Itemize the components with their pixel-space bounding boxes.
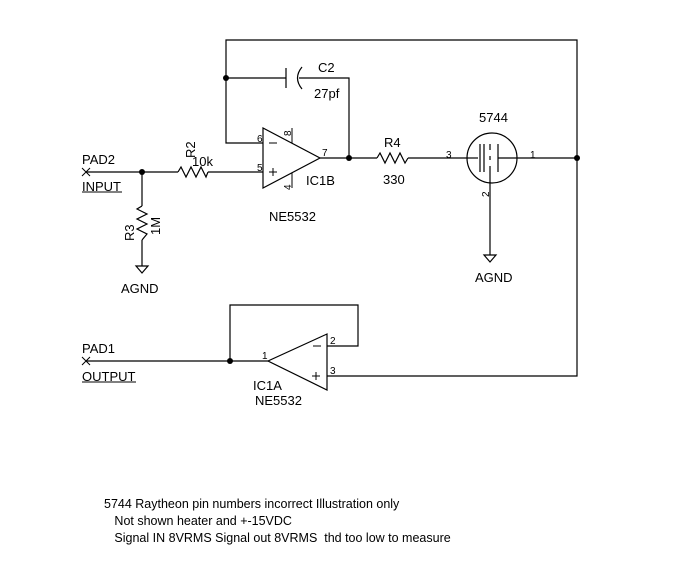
- tube-pin-left: 3: [446, 150, 452, 161]
- ic1a-pin-noninv: 3: [330, 366, 336, 377]
- ic1b-pin-top: 8: [283, 130, 294, 136]
- pad2-signal: INPUT: [82, 179, 121, 194]
- ground-1-label: AGND: [121, 281, 159, 296]
- ic1a-ref: IC1A: [253, 378, 282, 393]
- r2-value: 10k: [192, 154, 213, 169]
- ground-2: AGND: [475, 254, 513, 285]
- tube-pin-right: 1: [530, 150, 536, 161]
- ic1b-plus-icon: [269, 168, 277, 176]
- junction-ic1a: [227, 358, 233, 364]
- pad1-signal: OUTPUT: [82, 369, 136, 384]
- ic1b-pin-inv: 6: [257, 134, 263, 145]
- ground-1: AGND: [121, 265, 159, 296]
- c2-ref: C2: [318, 60, 335, 75]
- tube-ref: 5744: [479, 110, 508, 125]
- ic1b-ref: IC1B: [306, 173, 335, 188]
- resistor-r2-icon: [177, 165, 209, 179]
- tube-5744: 5744 3 1 2: [446, 110, 536, 197]
- junction-input: [139, 169, 145, 175]
- ic1a-pin-out: 1: [262, 351, 268, 362]
- pad2-name: PAD2: [82, 152, 115, 167]
- opamp-ic1b: 6 5 7 8 4 IC1B NE5532: [257, 127, 335, 224]
- ic1b-pin-bottom: 4: [283, 184, 294, 190]
- ic1a-plus-icon: [312, 372, 320, 380]
- tube-pin-bottom: 2: [481, 191, 492, 197]
- ic1b-pin-noninv: 5: [257, 163, 263, 174]
- resistor-r3-icon: [135, 205, 149, 241]
- pad2: PAD2 INPUT: [81, 152, 122, 194]
- ic1a-pin-inv: 2: [330, 336, 336, 347]
- opamp-ic1a: 2 3 1 IC1A NE5532: [253, 333, 336, 408]
- ic1a-part: NE5532: [255, 393, 302, 408]
- pad2-cross-icon: [81, 167, 91, 177]
- wires: [86, 39, 578, 377]
- pad1-name: PAD1: [82, 341, 115, 356]
- tube-cathode-icon: [479, 144, 485, 172]
- ic1b-part: NE5532: [269, 209, 316, 224]
- junction-output: [346, 155, 352, 161]
- junction-feedback: [223, 75, 229, 81]
- c2-value: 27pf: [314, 86, 340, 101]
- pad1: PAD1 OUTPUT: [81, 341, 136, 384]
- r3-value: 1M: [148, 217, 163, 235]
- ic1b-pin-out: 7: [322, 148, 328, 159]
- notes: 5744 Raytheon pin numbers incorrect Illu…: [104, 496, 451, 547]
- r4-value: 330: [383, 172, 405, 187]
- r2-ref: R2: [183, 141, 198, 158]
- r3-ref: R3: [122, 224, 137, 241]
- note-line-1: 5744 Raytheon pin numbers incorrect Illu…: [104, 497, 400, 511]
- junction-dots: [139, 75, 580, 364]
- junction-rail: [574, 155, 580, 161]
- note-line-3: Signal IN 8VRMS Signal out 8VRMS thd too…: [104, 531, 451, 545]
- r4-ref: R4: [384, 135, 401, 150]
- pad1-cross-icon: [81, 356, 91, 366]
- note-line-2: Not shown heater and +-15VDC: [104, 514, 292, 528]
- ground-1-icon: [134, 265, 150, 274]
- ground-2-icon: [482, 254, 498, 263]
- resistor-r2: R2 10k: [177, 141, 213, 179]
- resistor-r3: R3 1M: [122, 205, 163, 241]
- opamp-ic1a-triangle-icon: [266, 333, 328, 391]
- capacitor-c2: C2 27pf: [285, 60, 340, 101]
- ground-2-label: AGND: [475, 270, 513, 285]
- resistor-r4: R4 330: [376, 135, 409, 187]
- capacitor-c2-curve-icon: [296, 66, 303, 90]
- resistor-r4-icon: [376, 151, 409, 165]
